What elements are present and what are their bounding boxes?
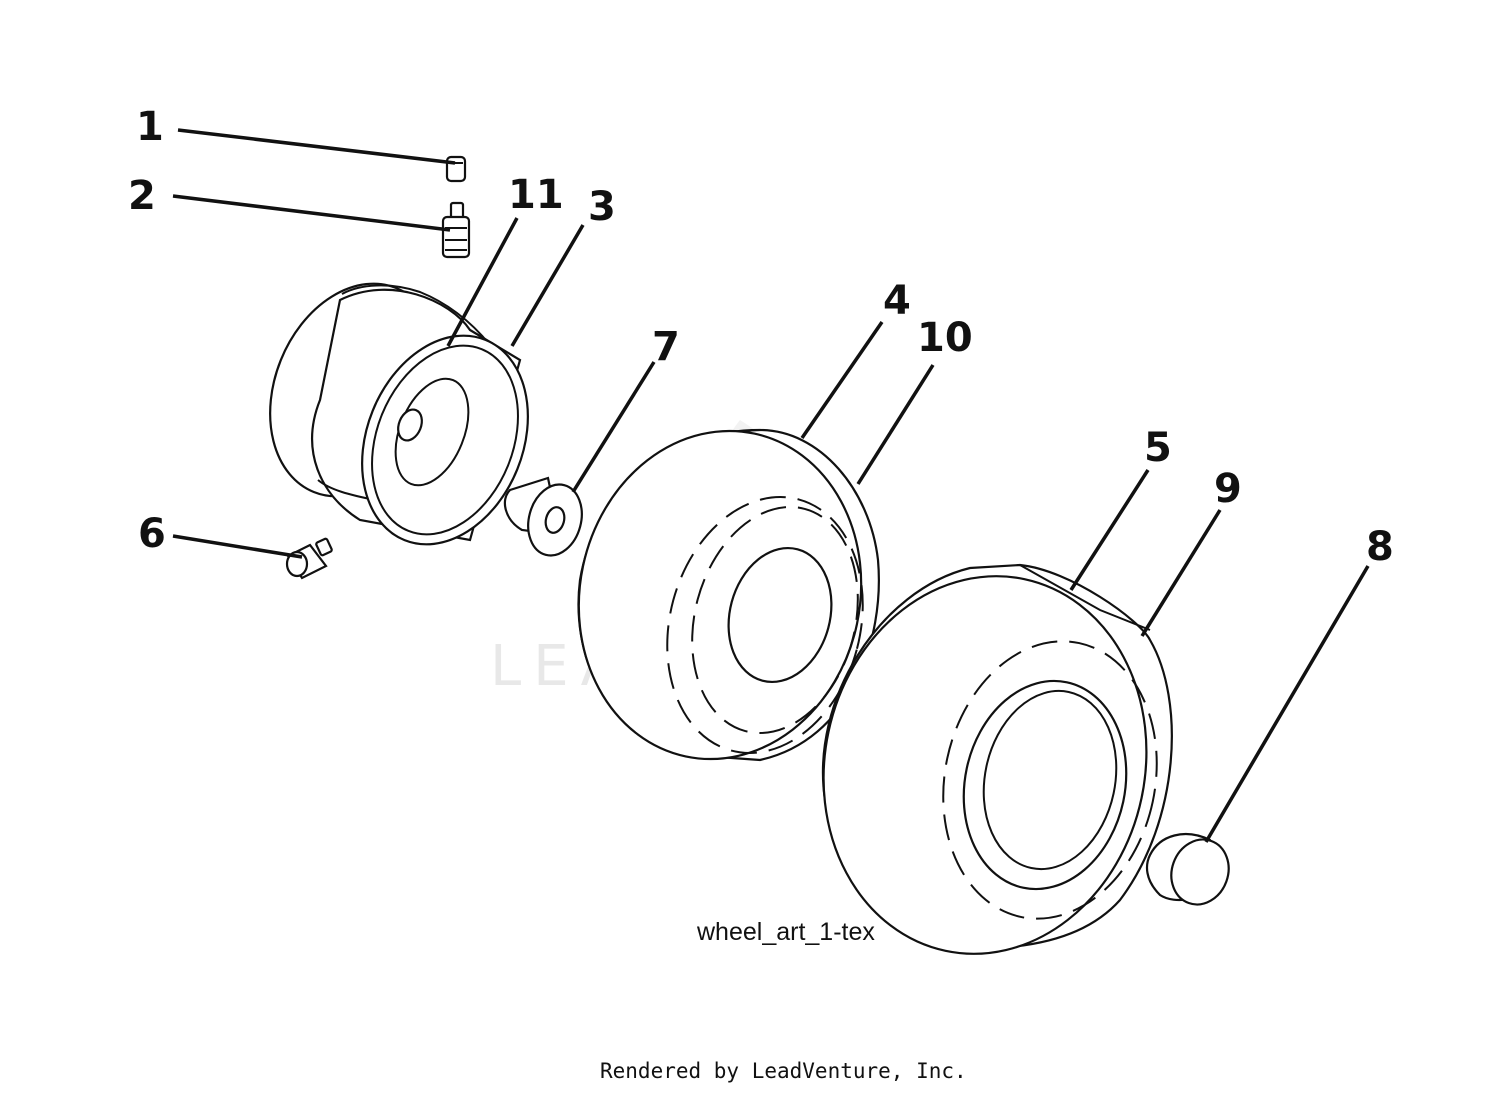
callout-9[interactable]: 9 [1214,466,1242,512]
art-label: wheel_art_1-tex [696,918,875,946]
part-8-hub-cap [1145,833,1230,906]
leader-11 [446,217,519,347]
callout-11[interactable]: 11 [508,172,564,218]
callout-6[interactable]: 6 [138,511,166,557]
leader-3 [510,224,585,347]
part-7-bushing [503,476,583,557]
leader-4 [800,321,884,439]
part-4-tire [577,428,880,762]
callout-4[interactable]: 4 [883,278,911,324]
leader-7 [571,361,656,493]
leader-9 [1140,509,1222,637]
leader-2 [172,194,451,232]
leader-1 [177,128,456,165]
callout-numbers: 1 2 11 3 7 4 10 5 9 8 6 [128,104,1394,570]
callout-3[interactable]: 3 [588,184,616,230]
part-1-valve-cap [445,155,467,183]
part-2-valve-stem [441,201,471,259]
callout-8[interactable]: 8 [1366,524,1394,570]
leader-lines [172,128,1370,843]
callout-2[interactable]: 2 [128,173,156,219]
callout-1[interactable]: 1 [136,104,164,150]
footer-credit: Rendered by LeadVenture, Inc. [600,1059,967,1083]
leader-6 [172,534,303,559]
part-5-tire [821,563,1173,955]
part-11-rim [269,282,529,546]
callout-5[interactable]: 5 [1144,425,1172,471]
leader-5 [1069,469,1150,591]
callout-10[interactable]: 10 [917,315,973,361]
leader-10 [856,364,935,485]
callout-7[interactable]: 7 [652,324,680,370]
part-6-grease-fitting [285,537,333,580]
leader-8 [1204,565,1370,843]
